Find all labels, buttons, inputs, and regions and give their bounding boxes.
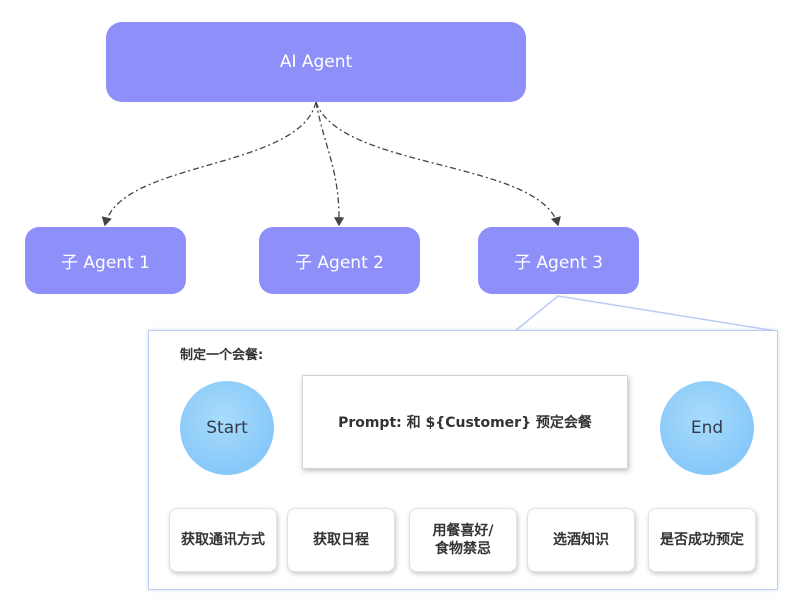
sub-agent-1-label: 子 Agent 1 [61,253,150,273]
prompt-label: Prompt: 和 ${Customer} 预定会餐 [338,415,592,431]
task-label: 获取日程 [313,531,369,548]
panel-title: 制定一个会餐: [180,348,264,363]
start-node[interactable]: Start [180,381,274,475]
sub-agent-2-node[interactable]: 子 Agent 2 [259,227,420,294]
task-label: 获取通讯方式 [181,531,265,548]
connector-root-sub1 [101,101,317,227]
task-label: 是否成功预定 [660,531,744,548]
end-node[interactable]: End [660,381,754,475]
connector-root-sub2 [315,101,345,227]
connector-root-sub3 [315,101,561,227]
root-agent-node[interactable]: AI Agent [106,22,526,102]
task-node-booking-success[interactable]: 是否成功预定 [648,508,756,572]
sub-agent-1-node[interactable]: 子 Agent 1 [25,227,186,294]
sub-agent-2-label: 子 Agent 2 [295,253,384,273]
prompt-node[interactable]: Prompt: 和 ${Customer} 预定会餐 [302,375,628,469]
task-node-dining-preferences[interactable]: 用餐喜好/ 食物禁忌 [409,508,517,572]
task-node-wine-knowledge[interactable]: 选酒知识 [527,508,635,572]
end-label: End [690,418,724,438]
sub-agent-3-label: 子 Agent 3 [514,253,603,273]
sub-agent-3-node[interactable]: 子 Agent 3 [478,227,639,294]
task-label: 用餐喜好/ 食物禁忌 [432,522,494,557]
root-agent-label: AI Agent [279,52,353,72]
start-label: Start [206,418,248,438]
task-node-get-contact[interactable]: 获取通讯方式 [169,508,277,572]
task-label: 选酒知识 [553,531,609,548]
task-node-get-schedule[interactable]: 获取日程 [287,508,395,572]
callout-wedge [514,295,777,332]
